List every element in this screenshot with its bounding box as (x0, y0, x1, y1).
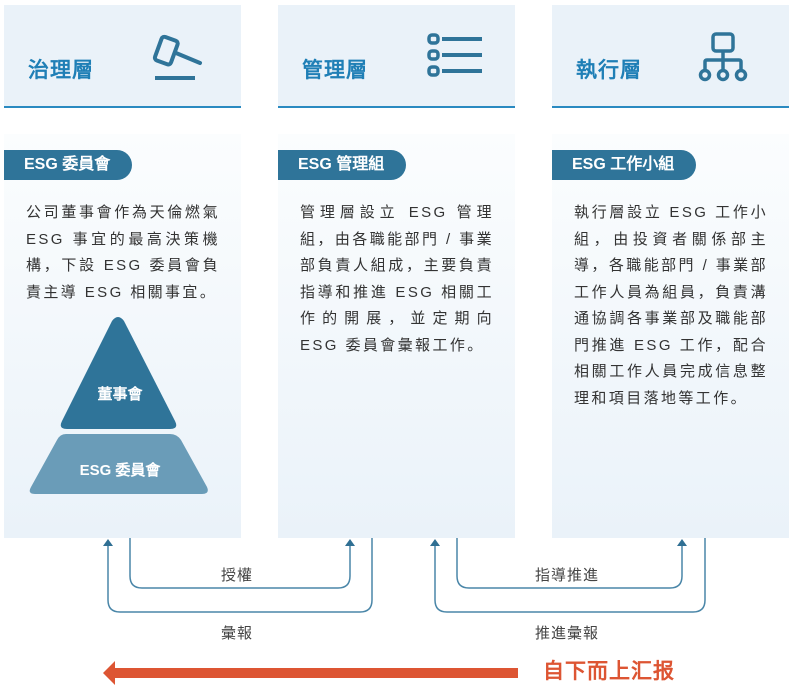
pyramid-bottom-label: ESG 委員會 (79, 462, 161, 479)
pyramid-bottom-shape (29, 434, 208, 494)
report-label: 彙報 (221, 625, 254, 642)
guide-promote-label: 指導推進 (535, 567, 600, 584)
arrow-up-icon (677, 539, 687, 546)
governance-title: 治理層 (28, 59, 94, 82)
execution-header: 執行層 (552, 5, 789, 108)
management-header: 管理層 (278, 5, 515, 108)
flow-connectors (103, 538, 706, 613)
governance-column: 治理層 ESG 委員會 公司董事會作為天倫燃氣 ESG 事宜的最高決策機構，下設… (4, 5, 241, 538)
arrow-up-icon (103, 539, 113, 546)
governance-body: ESG 委員會 公司董事會作為天倫燃氣 ESG 事宜的最高決策機構，下設 ESG… (4, 134, 241, 538)
list-icon (427, 33, 482, 77)
governance-description: 公司董事會作為天倫燃氣 ESG 事宜的最高決策機構，下設 ESG 委員會負責主導… (26, 204, 220, 301)
execution-title: 執行層 (576, 59, 642, 82)
execution-body: ESG 工作小組 執行層設立 ESG 工作小組，由投資者關係部主導，各職能部門 … (552, 134, 789, 538)
arrow-up-icon (345, 539, 355, 546)
execution-description: 執行層設立 ESG 工作小組，由投資者關係部主導，各職能部門 / 事業部工作人員… (574, 204, 768, 407)
pyramid-top-shape (60, 317, 177, 429)
authorize-label: 授權 (221, 567, 254, 584)
org-chart-icon (698, 32, 748, 82)
governance-header: 治理層 (4, 5, 241, 108)
management-title: 管理層 (302, 59, 368, 82)
governance-pyramid (29, 317, 208, 494)
execution-column: 執行層 ESG 工作小組 執行層設立 ESG 工作小組，由投資者關係部主導，各職… (552, 5, 789, 538)
bottom-up-report-label: 自下而上汇报 (543, 660, 675, 683)
gavel-icon (152, 34, 202, 80)
left-arrow-icon (103, 661, 518, 685)
management-body: ESG 管理組 管理層設立 ESG 管理組，由各職能部門 / 事業部負責人組成，… (278, 134, 515, 538)
management-column: 管理層 ESG 管理組 管理層設立 ESG 管理組，由各職能部門 / 事業部負責… (278, 5, 515, 538)
pyramid-top-label: 董事會 (97, 386, 143, 403)
arrow-up-icon (430, 539, 440, 546)
management-description: 管理層設立 ESG 管理組，由各職能部門 / 事業部負責人組成，主要負責指導和推… (300, 204, 494, 354)
esg-committee-badge: ESG 委員會 (4, 150, 133, 180)
esg-working-group-badge: ESG 工作小組 (552, 150, 697, 180)
esg-management-badge: ESG 管理組 (278, 150, 407, 180)
promote-report-label: 推進彙報 (535, 625, 600, 642)
